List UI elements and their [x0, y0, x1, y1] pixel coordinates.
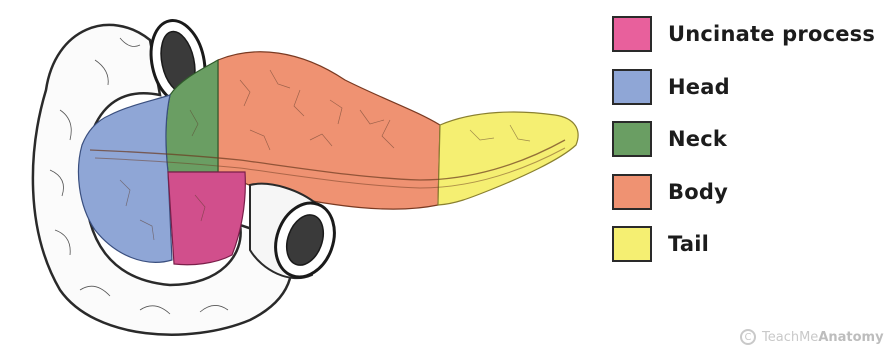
legend-swatch-neck — [612, 121, 652, 157]
legend-swatch-tail — [612, 226, 652, 262]
legend-item-tail: Tail — [612, 224, 894, 264]
legend-label-body: Body — [668, 180, 728, 204]
legend-item-head: Head — [612, 67, 894, 107]
legend-swatch-uncinate-process — [612, 16, 652, 52]
legend-label-uncinate-process: Uncinate process — [668, 22, 875, 46]
region-uncinate-process — [168, 172, 245, 265]
region-tail — [438, 112, 578, 205]
legend-label-neck: Neck — [668, 127, 727, 151]
pancreas-diagram — [0, 0, 600, 350]
watermark-text-bold: Anatomy — [818, 330, 883, 345]
legend-item-uncinate-process: Uncinate process — [612, 14, 894, 54]
legend-swatch-body — [612, 174, 652, 210]
legend-item-body: Body — [612, 172, 894, 212]
legend-item-neck: Neck — [612, 119, 894, 159]
legend-label-tail: Tail — [668, 232, 709, 256]
legend-label-head: Head — [668, 75, 730, 99]
legend: Uncinate process Head Neck Body Tail — [612, 14, 894, 277]
legend-swatch-head — [612, 69, 652, 105]
copyright-icon: C — [740, 329, 756, 345]
watermark-text-regular: TeachMe — [762, 330, 818, 345]
